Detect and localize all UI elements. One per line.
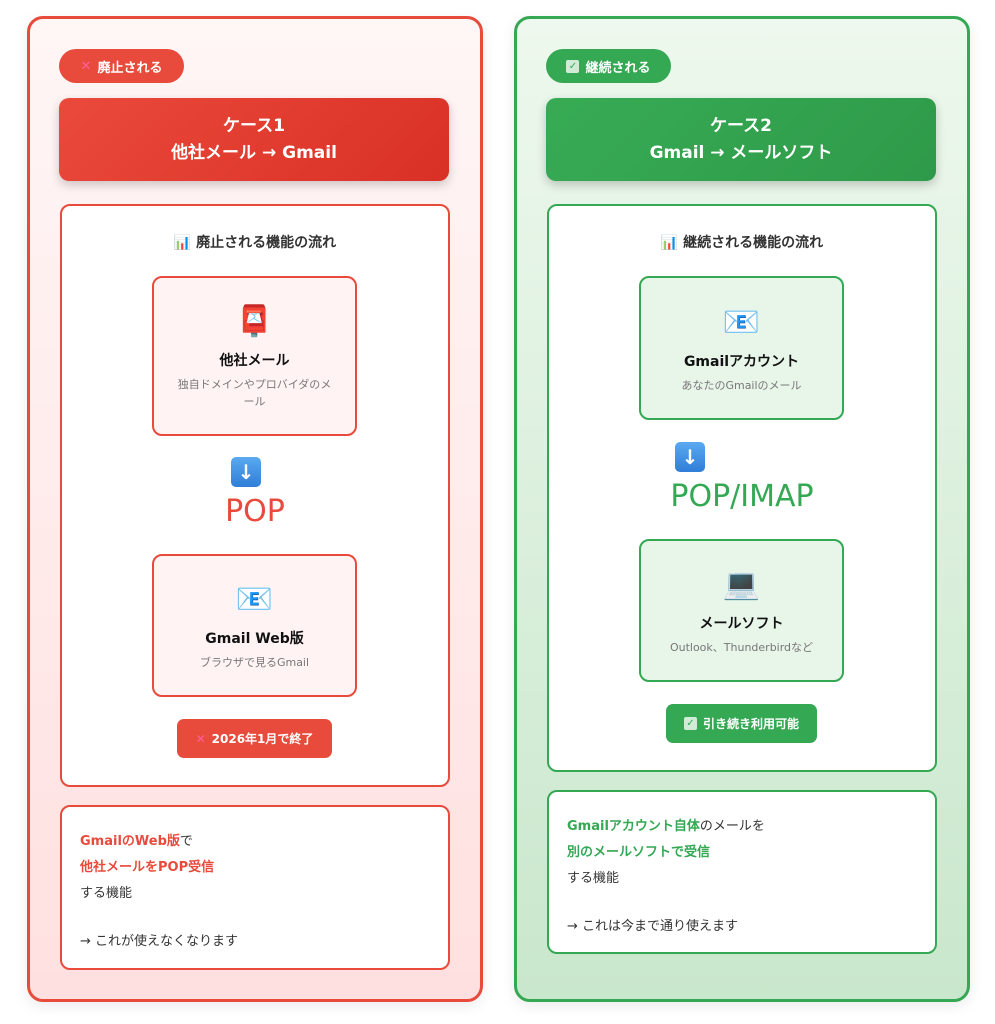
case2-badge: ✓ 継続される — [546, 49, 671, 83]
email-icon: 📧 — [722, 304, 761, 340]
card-name: Gmailアカウント — [683, 353, 800, 370]
case1-description: GmailのWeb版で 他社メールをPOP受信 する機能 → これが使えなくなり… — [60, 805, 450, 970]
text: する機能 — [567, 871, 620, 886]
card-name: 他社メール — [219, 353, 290, 369]
postbox-icon: 📮 — [235, 304, 274, 339]
cross-icon: ✕ — [80, 58, 92, 74]
case2-source-card: 📧 GmailアカウントあなたのGmailのメール — [639, 276, 844, 420]
case1-flow-title: 📊 廃止される機能の流れ — [60, 232, 450, 252]
case2-status-button[interactable]: ✓ 引き続き利用可能 — [666, 704, 817, 743]
case2-flow-title: 📊 継続される機能の流れ — [547, 232, 937, 252]
case1-dest-card: 📧 Gmail Web版ブラウザで見るGmail — [152, 554, 357, 697]
email-icon: 📧 — [235, 582, 274, 617]
bar-chart-icon: 📊 — [173, 235, 192, 251]
check-icon: ✓ — [566, 59, 580, 73]
note: → これが使えなくなります — [80, 934, 239, 949]
card-name: Gmail Web版 — [205, 631, 304, 647]
badge-label: 継続される — [585, 60, 651, 76]
bar-chart-icon: 📊 — [660, 235, 679, 251]
case1-header: ケース1 他社メール → Gmail — [59, 98, 449, 181]
check-icon: ✓ — [683, 717, 697, 730]
case2-description: Gmailアカウント自体のメールを 別のメールソフトで受信 する機能 → これは… — [547, 790, 937, 954]
case1-protocol: POP — [225, 494, 285, 529]
case1-status-button[interactable]: ✕ 2026年1月で終了 — [177, 719, 332, 758]
note: → これは今まで通り使えます — [567, 919, 739, 934]
flow-title-text: 継続される機能の流れ — [683, 235, 824, 251]
case-title: ケース1 — [223, 115, 285, 136]
text: する機能 — [80, 886, 133, 901]
card-desc: 独自ドメインやプロバイダのメール — [177, 378, 332, 408]
case-title: ケース2 — [710, 115, 772, 136]
card-desc: Outlook、Thunderbirdなど — [669, 641, 814, 654]
card-name: メールソフト — [699, 616, 784, 632]
badge-label: 廃止される — [97, 60, 163, 76]
text: で — [179, 834, 193, 849]
highlight: 他社メールをPOP受信 — [80, 860, 215, 875]
case-subtitle: Gmail → メールソフト — [649, 142, 833, 163]
case1-source-card: 📮 他社メール独自ドメインやプロバイダのメール — [152, 276, 357, 436]
case2-protocol: POP/IMAP — [670, 479, 814, 514]
highlight: GmailのWeb版 — [80, 834, 180, 849]
cross-icon: ✕ — [195, 731, 206, 746]
down-arrow-icon: ↓ — [231, 457, 261, 487]
case1-badge: ✕ 廃止される — [59, 49, 184, 83]
case2-dest-card: 💻 メールソフト Outlook、Thunderbirdなど — [639, 539, 844, 682]
highlight: 別のメールソフトで受信 — [567, 845, 711, 860]
status-label: 2026年1月で終了 — [211, 732, 314, 746]
highlight: Gmailアカウント自体 — [567, 819, 700, 834]
down-arrow-icon: ↓ — [675, 442, 705, 472]
card-desc: ブラウザで見るGmail — [199, 656, 310, 669]
text: のメールを — [699, 819, 765, 834]
laptop-icon: 💻 — [722, 567, 761, 602]
flow-title-text: 廃止される機能の流れ — [196, 235, 337, 251]
card-desc: あなたのGmailのメール — [681, 378, 802, 392]
case-subtitle: 他社メール → Gmail — [171, 142, 337, 163]
status-label: 引き続き利用可能 — [702, 717, 799, 731]
